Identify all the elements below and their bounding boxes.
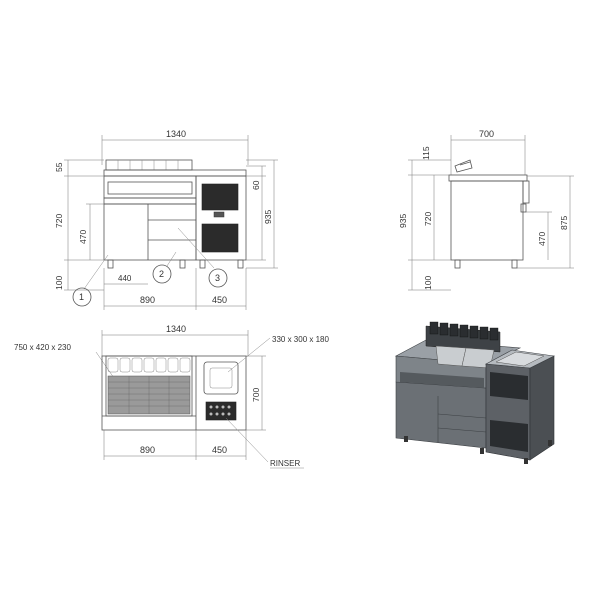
front-view: 1340 55 720 100 [54,129,278,310]
callout-1 [72,287,92,307]
gn-size-label: 750 x 420 x 230 [14,343,71,352]
dim-side-h-drawer: 470 [537,232,547,246]
fan-grille-top [201,183,239,211]
callout-3 [208,268,228,288]
dim-top-width-total: 1340 [166,324,186,334]
dim-front-width-right: 450 [212,295,227,305]
dim-top-width-left: 890 [140,445,155,455]
dim-side-h-top: 115 [421,146,431,160]
dim-side-h-right: 875 [559,216,569,230]
dim-front-h-right-top: 60 [251,180,261,190]
sink-basin [203,361,239,395]
dim-front-h-mid: 720 [54,214,64,228]
callout-2-label: 2 [159,269,164,279]
dim-front-width-left: 890 [140,295,155,305]
dim-side-depth: 700 [479,129,494,139]
side-view: 700 115 935 720 100 470 875 [398,129,574,291]
dim-side-h-base: 100 [423,276,433,290]
callout-3-label: 3 [215,273,220,283]
dim-front-h-right-total: 935 [263,210,273,224]
top-view: 1340 750 x 420 x 230 [14,324,329,469]
rinser-grille [205,401,237,421]
rinser-label: RINSER [270,459,300,468]
dim-front-width-total: 1340 [166,129,186,139]
dim-front-depth-inner: 440 [118,274,132,283]
dim-side-h-total: 935 [398,214,408,228]
dim-top-depth: 700 [251,388,261,402]
isometric-view [394,321,555,464]
sink-3d [495,351,545,367]
sink-size-label: 330 x 300 x 180 [272,335,329,344]
dim-front-h-base: 100 [54,276,64,290]
callout-2 [152,264,172,284]
dim-top-width-right: 450 [212,445,227,455]
dim-front-h-drawer: 470 [78,230,88,244]
callout-1-label: 1 [79,292,84,302]
fan-grille-bottom [201,223,239,253]
dim-side-h-mid: 720 [423,212,433,226]
dim-front-h-top: 55 [54,162,64,172]
